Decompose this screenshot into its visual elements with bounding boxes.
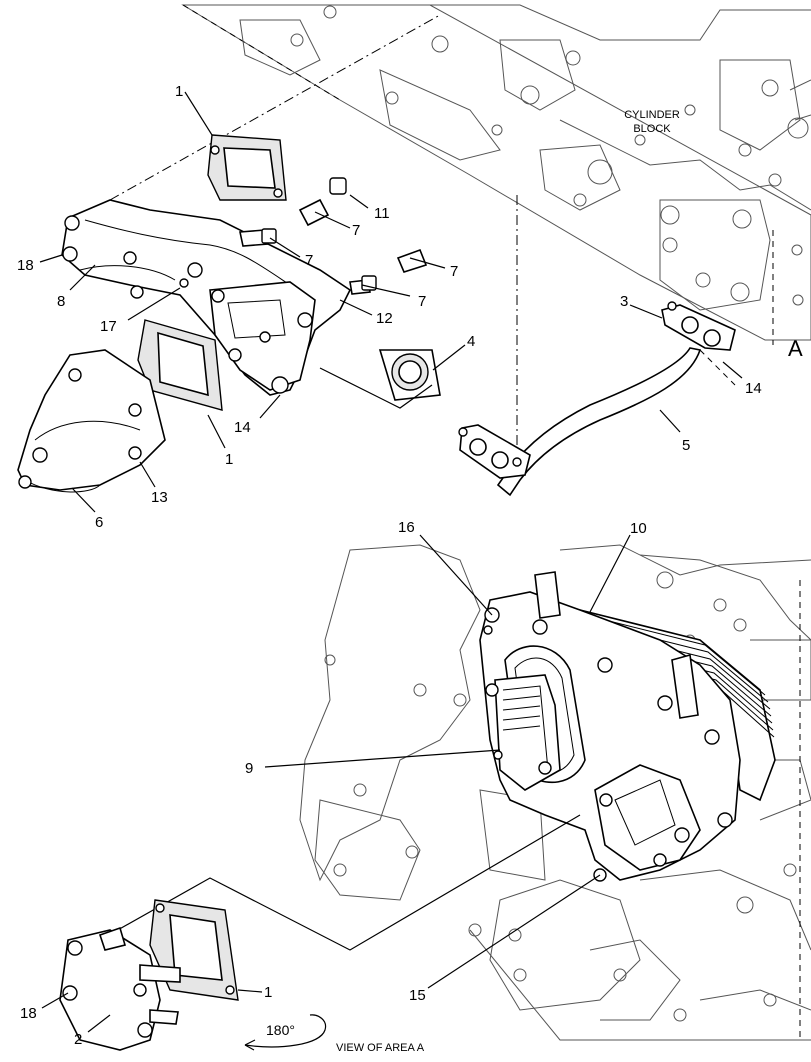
cylinder-block: CYLINDER BLOCK A <box>181 4 811 361</box>
callout-7-b: 7 <box>305 252 313 269</box>
leader-lines-upper <box>39 91 743 513</box>
studs-and-nuts <box>179 177 428 295</box>
callout-7-d: 7 <box>418 293 426 310</box>
centerline-upper <box>109 14 441 201</box>
callout-8: 8 <box>57 293 65 310</box>
callout-12: 12 <box>376 310 393 327</box>
area-marker: A <box>788 336 803 361</box>
callout-14-left: 14 <box>234 419 251 436</box>
callout-1-lower: 1 <box>264 984 272 1001</box>
callout-9: 9 <box>245 760 253 777</box>
callout-14-right: 14 <box>745 380 762 397</box>
engine-block-lower <box>299 544 811 1041</box>
centerline-bolt-14 <box>699 349 736 386</box>
callout-17: 17 <box>100 318 117 335</box>
callout-3: 3 <box>620 293 628 310</box>
gasket-lower <box>149 899 239 1001</box>
gasket-turbo <box>137 319 223 411</box>
callout-6: 6 <box>95 514 103 531</box>
oil-tube <box>458 301 736 497</box>
turbo-housing <box>17 349 166 493</box>
connector-manifold-gasket <box>319 367 433 409</box>
callout-11: 11 <box>374 205 390 222</box>
oil-cooler-housing <box>479 571 741 882</box>
callout-18-upper: 18 <box>17 257 34 274</box>
callout-7-a: 7 <box>352 222 360 239</box>
callout-5: 5 <box>682 437 690 454</box>
cylinder-block-label-line1: CYLINDER <box>624 109 680 121</box>
rotation-arrow-icon: 180° <box>244 1014 327 1051</box>
gasket-upper <box>207 134 287 201</box>
leader-lines-lower <box>41 534 631 1033</box>
cylinder-block-label-line2: BLOCK <box>633 123 671 135</box>
gasket-round <box>378 349 441 401</box>
callout-13: 13 <box>151 489 168 506</box>
rotation-label: 180° <box>266 1022 295 1038</box>
callout-labels: 1 11 7 7 7 7 12 18 8 17 4 3 14 14 5 1 13… <box>17 83 762 1048</box>
callout-10: 10 <box>630 520 647 537</box>
callout-18-lower: 18 <box>20 1005 37 1022</box>
callout-16: 16 <box>398 519 415 536</box>
callout-4: 4 <box>467 333 475 350</box>
callout-1-upper: 1 <box>175 83 183 100</box>
callout-1-middle: 1 <box>225 451 233 468</box>
callout-15: 15 <box>409 987 426 1004</box>
exhaust-manifold <box>61 199 352 396</box>
callout-7-c: 7 <box>450 263 458 280</box>
view-label: VIEW OF AREA A <box>336 1042 425 1054</box>
cover-plate <box>59 926 181 1051</box>
callout-2: 2 <box>74 1031 82 1048</box>
